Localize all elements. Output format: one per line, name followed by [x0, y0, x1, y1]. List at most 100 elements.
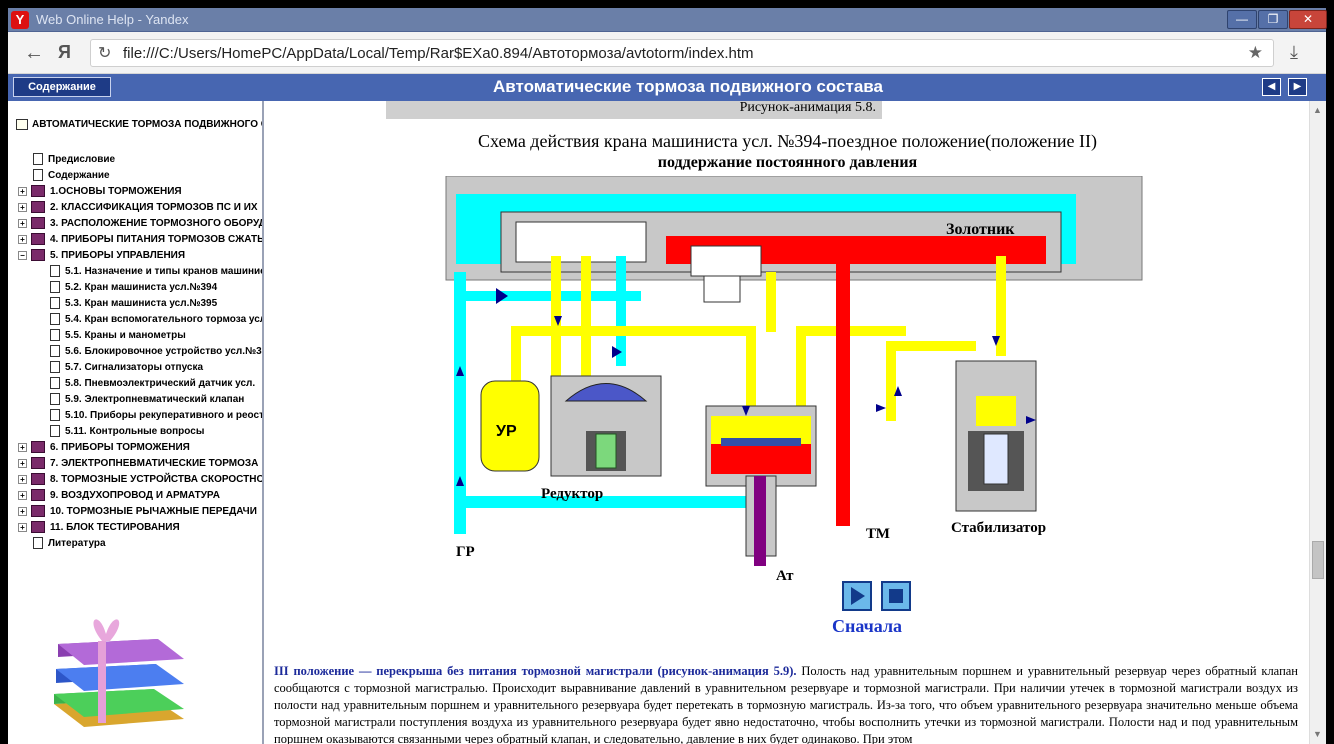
close-button[interactable]: ✕	[1289, 10, 1327, 29]
tree-root-label: АВТОМАТИЧЕСКИЕ ТОРМОЗА ПОДВИЖНОГО СОСТАВ…	[32, 119, 262, 131]
minimize-button[interactable]: —	[1227, 10, 1257, 29]
sidebar-item[interactable]: +10. ТОРМОЗНЫЕ РЫЧАЖНЫЕ ПЕРЕДАЧИ	[18, 504, 257, 520]
yellow-from-spool	[766, 272, 776, 332]
expand-icon[interactable]: +	[18, 186, 27, 196]
sidebar-item[interactable]: +4. ПРИБОРЫ ПИТАНИЯ ТОРМОЗОВ СЖАТЫМ	[18, 232, 264, 248]
document-icon	[50, 265, 60, 278]
expand-icon[interactable]: +	[18, 522, 27, 532]
download-icon[interactable]: ⤓	[1290, 42, 1298, 62]
document-icon	[50, 409, 60, 422]
sidebar-item[interactable]: +3. РАСПОЛОЖЕНИЕ ТОРМОЗНОГО ОБОРУДОВАНИЯ	[18, 216, 262, 232]
next-page-icon[interactable]: ▶	[1288, 78, 1307, 96]
scroll-down-icon[interactable]: ▼	[1313, 729, 1322, 739]
stabilizator-label: Стабилизатор	[951, 520, 1046, 536]
sidebar-item[interactable]: Содержание	[33, 168, 110, 184]
browser-window: Y Web Online Help - Yandex — ❐ ✕ ← Я ↻ f…	[8, 8, 1327, 744]
sidebar-item[interactable]: 5.11. Контрольные вопросы	[50, 424, 204, 440]
book-icon	[31, 441, 45, 454]
book-icon	[31, 233, 45, 246]
yellow-right-v	[796, 326, 806, 426]
address-bar[interactable]: ↻ file:///C:/Users/HomePC/AppData/Local/…	[90, 39, 1274, 67]
at-outlet-top	[690, 245, 762, 277]
sidebar-item-label: 10. ТОРМОЗНЫЕ РЫЧАЖНЫЕ ПЕРЕДАЧИ	[50, 506, 257, 517]
sidebar-item[interactable]: 5.7. Сигнализаторы отпуска	[50, 360, 203, 376]
sidebar-item-label: 4. ПРИБОРЫ ПИТАНИЯ ТОРМОЗОВ СЖАТЫМ	[50, 234, 264, 245]
expand-icon[interactable]: +	[18, 234, 27, 244]
url-text[interactable]: file:///C:/Users/HomePC/AppData/Local/Te…	[123, 45, 754, 62]
restart-link[interactable]: Сначала	[832, 616, 903, 636]
cyan-vertical	[616, 256, 626, 366]
sidebar-item[interactable]: +1.ОСНОВЫ ТОРМОЖЕНИЯ	[18, 184, 182, 200]
yellow-ur-drop	[511, 326, 521, 386]
ur-label: УР	[496, 423, 517, 440]
stabilizer-yellow	[976, 396, 1016, 426]
sidebar-item[interactable]: Предисловие	[33, 152, 115, 168]
stop-icon[interactable]	[881, 581, 911, 611]
restore-button[interactable]: ❐	[1258, 10, 1288, 29]
sidebar-item-label: 2. КЛАССИФИКАЦИЯ ТОРМОЗОВ ПС И ИХ	[50, 202, 258, 213]
sidebar-item[interactable]: +6. ПРИБОРЫ ТОРМОЖЕНИЯ	[18, 440, 190, 456]
figure-label: Рисунок-анимация 5.8.	[386, 101, 882, 119]
books-stack-icon	[54, 619, 184, 727]
document-icon	[33, 537, 43, 550]
sidebar-item[interactable]: 5.8. Пневмоэлектрический датчик усл.	[50, 376, 255, 392]
sidebar-item-label: 5.4. Кран вспомогательного тормоза усл.	[65, 314, 264, 325]
sidebar-item[interactable]: +8. ТОРМОЗНЫЕ УСТРОЙСТВА СКОРОСТНОГО	[18, 472, 262, 488]
sidebar-item-label: 5.2. Кран машиниста усл.№394	[65, 282, 218, 293]
expand-icon[interactable]: +	[18, 506, 27, 516]
book-icon	[31, 249, 45, 262]
help-header-bar: Содержание Автоматические тормоза подвиж…	[8, 74, 1326, 101]
document-icon	[50, 425, 60, 438]
expand-icon[interactable]: +	[18, 442, 27, 452]
scroll-thumb[interactable]	[1312, 541, 1324, 579]
yellow-stab-feed	[886, 341, 976, 351]
book-icon	[31, 457, 45, 470]
sidebar-item[interactable]: +2. КЛАССИФИКАЦИЯ ТОРМОЗОВ ПС И ИХ	[18, 200, 258, 216]
sidebar-item[interactable]: 5.2. Кран машиниста усл.№394	[50, 280, 217, 296]
sidebar-item[interactable]: 5.5. Краны и манометры	[50, 328, 186, 344]
sidebar-item-label: 5.9. Электропневматический клапан	[65, 394, 245, 405]
sidebar-item[interactable]: 5.10. Приборы рекуперативного и реостатн…	[50, 408, 264, 424]
yandex-home-icon[interactable]: Я	[58, 42, 71, 62]
sidebar-item[interactable]: +7. ЭЛЕКТРОПНЕВМАТИЧЕСКИЕ ТОРМОЗА	[18, 456, 258, 472]
prev-page-icon[interactable]: ◀	[1262, 78, 1281, 96]
bookmark-star-icon[interactable]: ★	[1247, 43, 1263, 62]
brake-valve-diagram: Золотник Ат УР	[445, 176, 1143, 584]
expand-icon[interactable]: +	[18, 202, 27, 212]
paragraph-lead: III положение — перекрыша без питания то…	[274, 664, 797, 678]
yellow-stab-v	[886, 341, 896, 421]
sidebar-item[interactable]: +11. БЛОК ТЕСТИРОВАНИЯ	[18, 520, 180, 536]
yellow-right-1	[796, 326, 906, 336]
content-area: Рисунок-анимация 5.8. Схема действия кра…	[266, 101, 1309, 744]
title-bar: Y Web Online Help - Yandex — ❐ ✕	[8, 8, 1327, 32]
scroll-up-icon[interactable]: ▲	[1313, 105, 1322, 115]
flow-arrows	[456, 288, 1036, 486]
sidebar-item[interactable]: 5.1. Назначение и типы кранов машиниста	[50, 264, 262, 280]
sidebar-item[interactable]: 5.3. Кран машиниста усл.№395	[50, 296, 217, 312]
gr-label: ГР	[456, 544, 475, 560]
reload-icon[interactable]: ↻	[98, 45, 112, 62]
sidebar-item[interactable]: Литература	[33, 536, 106, 552]
expand-icon[interactable]: +	[18, 474, 27, 484]
tree-root[interactable]: АВТОМАТИЧЕСКИЕ ТОРМОЗА ПОДВИЖНОГО СОСТАВ…	[16, 119, 262, 131]
sidebar-item[interactable]: 5.4. Кран вспомогательного тормоза усл.	[50, 312, 264, 328]
book-icon	[31, 489, 45, 502]
expand-icon[interactable]: +	[18, 458, 27, 468]
sidebar-item[interactable]: 5.9. Электропневматический клапан	[50, 392, 244, 408]
sidebar-item[interactable]: +9. ВОЗДУХОПРОВОД И АРМАТУРА	[18, 488, 220, 504]
document-icon	[50, 377, 60, 390]
sidebar-item[interactable]: 5.6. Блокировочное устройство усл.№367	[50, 344, 264, 360]
book-icon	[31, 217, 45, 230]
back-arrow-icon[interactable]: ←	[24, 42, 44, 64]
content-scrollbar[interactable]: ▲ ▼	[1309, 101, 1326, 744]
sidebar-item-label: 9. ВОЗДУХОПРОВОД И АРМАТУРА	[50, 490, 220, 501]
sidebar-item[interactable]: − 5. ПРИБОРЫ УПРАВЛЕНИЯ	[18, 248, 185, 264]
collapse-icon[interactable]: −	[18, 250, 27, 260]
sidebar-item-label: 5. ПРИБОРЫ УПРАВЛЕНИЯ	[50, 250, 186, 261]
expand-icon[interactable]: +	[18, 490, 27, 500]
contents-button[interactable]: Содержание	[13, 77, 111, 97]
sidebar-item-label: 5.10. Приборы рекуперативного и реостатн…	[65, 410, 264, 421]
sidebar-item-label: 5.6. Блокировочное устройство усл.№367	[65, 346, 264, 357]
document-icon	[50, 313, 60, 326]
expand-icon[interactable]: +	[18, 218, 27, 228]
